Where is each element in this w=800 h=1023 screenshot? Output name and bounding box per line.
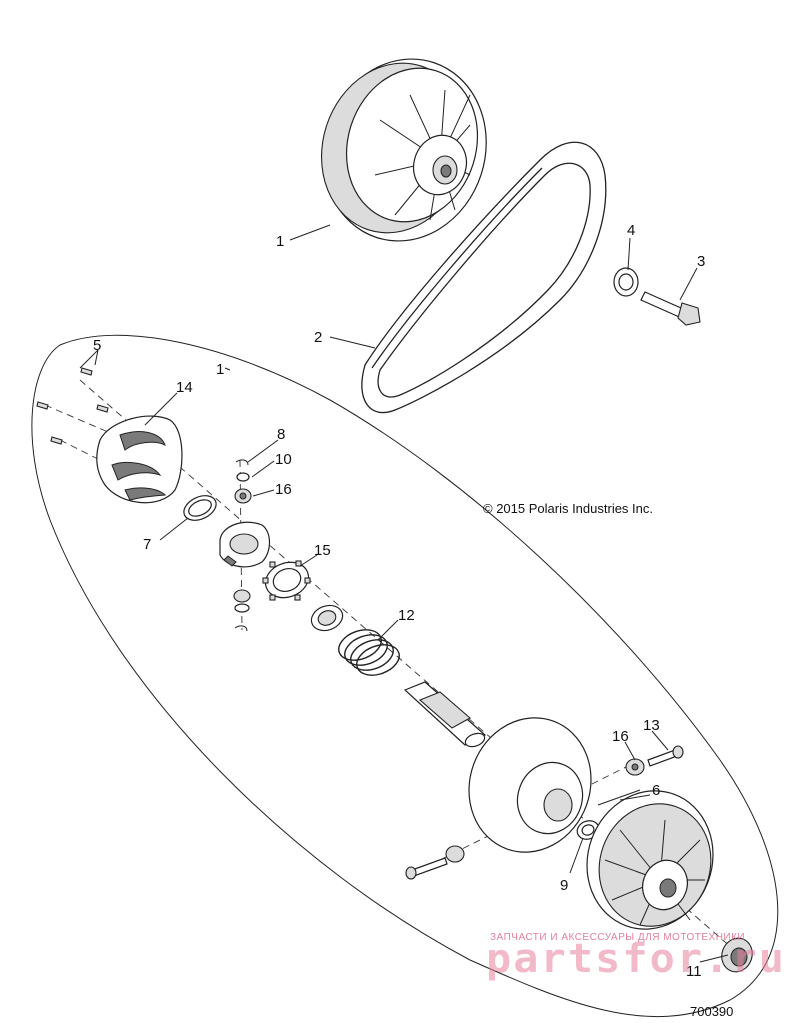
- callout-10: 10: [275, 451, 292, 468]
- shaft: [403, 681, 487, 748]
- bearing-part-11: [721, 937, 753, 973]
- callout-11: 11: [686, 963, 702, 980]
- spline-washer-part-15: [262, 560, 311, 601]
- callout-1-top: 1: [276, 233, 284, 250]
- spring-seat: [310, 604, 344, 632]
- washer-part-10: [236, 472, 250, 482]
- screws-part-5: [36, 367, 109, 445]
- figure-number: 700390: [690, 1004, 733, 1019]
- callout-7: 7: [143, 536, 151, 553]
- callout-14: 14: [176, 379, 193, 396]
- callout-13: 13: [643, 717, 660, 734]
- pin-part-13: [647, 745, 684, 767]
- callout-4: 4: [627, 222, 635, 239]
- clutch-assembly-top: [320, 58, 487, 242]
- callout-6: 6: [652, 782, 660, 799]
- callout-16-upper: 16: [275, 481, 292, 498]
- moveable-sheave: [468, 717, 592, 853]
- helix-part-14: [96, 415, 183, 504]
- watermark-brand: partsfor.ru: [486, 936, 786, 982]
- callout-15: 15: [314, 542, 331, 559]
- assembly-axis-main: [79, 379, 741, 956]
- callout-3: 3: [697, 253, 705, 270]
- callout-9: 9: [560, 877, 568, 894]
- roller-stack-lower: [233, 589, 251, 632]
- leader-lines: [79, 224, 729, 963]
- callout-16-lower: 16: [612, 728, 629, 745]
- bolt-lower-left: [405, 857, 448, 880]
- drive-belt: [361, 141, 607, 414]
- watermark-tagline: ЗАПЧАСТИ И АКСЕССУАРЫ ДЛЯ МОТОТЕХНИКИ: [490, 932, 745, 943]
- roller-part-16-upper: [234, 488, 252, 504]
- spring-part-12: [338, 629, 400, 676]
- spider-hub: [219, 521, 271, 568]
- copyright-notice: © 2015 Polaris Industries Inc.: [483, 501, 653, 516]
- callout-12: 12: [398, 607, 415, 624]
- clip-part-8: [235, 459, 249, 466]
- roller-part-16-lower: [625, 758, 645, 776]
- callout-1-assembly: 1: [216, 361, 224, 378]
- callout-5: 5: [93, 337, 101, 354]
- bolt-part-3: [640, 291, 701, 326]
- bushing-lower-left: [445, 845, 465, 863]
- callout-2: 2: [314, 329, 322, 346]
- pin-part-6: [597, 789, 641, 806]
- callout-8: 8: [277, 426, 285, 443]
- washer-part-4: [613, 267, 639, 297]
- fixed-sheave: [586, 790, 714, 930]
- ring-part-7: [183, 495, 217, 521]
- assembly-outline: [31, 334, 779, 1018]
